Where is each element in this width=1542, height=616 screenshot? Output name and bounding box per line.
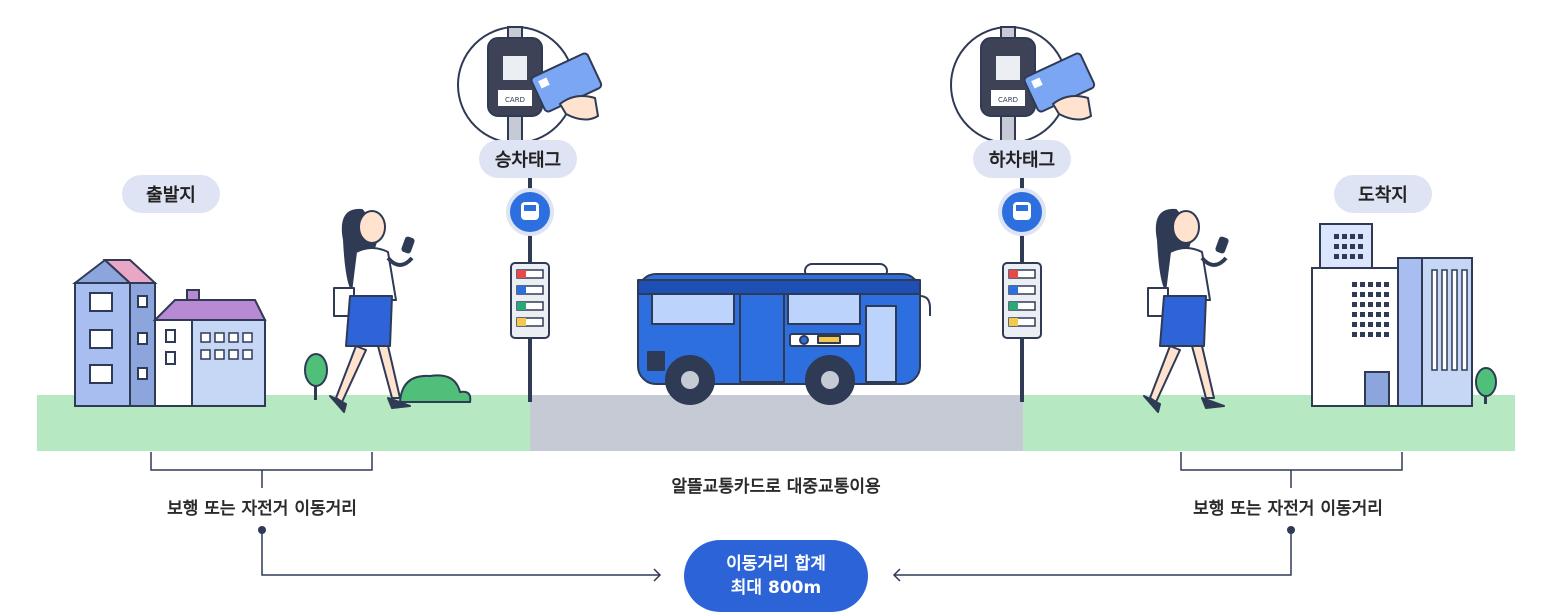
road <box>530 395 1023 451</box>
tree-icon <box>304 353 328 400</box>
connector-dot-right <box>1287 526 1295 534</box>
bush-icon <box>398 374 472 403</box>
board-tag-label: 승차태그 <box>479 140 577 178</box>
walking-woman-right-icon <box>1143 208 1229 413</box>
bus-stop-right-icon <box>998 170 1046 402</box>
card-reader-right-icon: CARD <box>950 26 1096 146</box>
destination-label: 도착지 <box>1334 175 1432 213</box>
destination-building-icon <box>1311 223 1473 407</box>
bus-icon <box>637 263 931 405</box>
card-reader-right-label: CARD <box>998 96 1018 104</box>
distance-connectors <box>150 452 1403 582</box>
walk-distance-left-caption: 보행 또는 자전거 이동거리 <box>167 499 357 519</box>
walking-woman-icon <box>329 208 415 413</box>
transit-caption: 알뜰교통카드로 대중교통이용 <box>671 477 881 497</box>
total-distance-value: 최대 800m <box>730 578 822 598</box>
alight-tag-label: 하차태그 <box>973 140 1071 178</box>
connector-dot-left <box>258 526 266 534</box>
origin-label: 출발지 <box>122 175 220 213</box>
total-distance-badge: 이동거리 합계 최대 800m <box>684 540 868 612</box>
bus-stop-left-icon <box>506 170 554 402</box>
tree-right-icon <box>1475 367 1497 404</box>
card-reader-left-label: CARD <box>505 96 525 104</box>
walk-distance-right-caption: 보행 또는 자전거 이동거리 <box>1193 499 1383 519</box>
total-distance-title: 이동거리 합계 <box>726 554 826 574</box>
card-reader-left-icon: CARD <box>457 26 603 146</box>
origin-house-icon <box>72 258 267 407</box>
